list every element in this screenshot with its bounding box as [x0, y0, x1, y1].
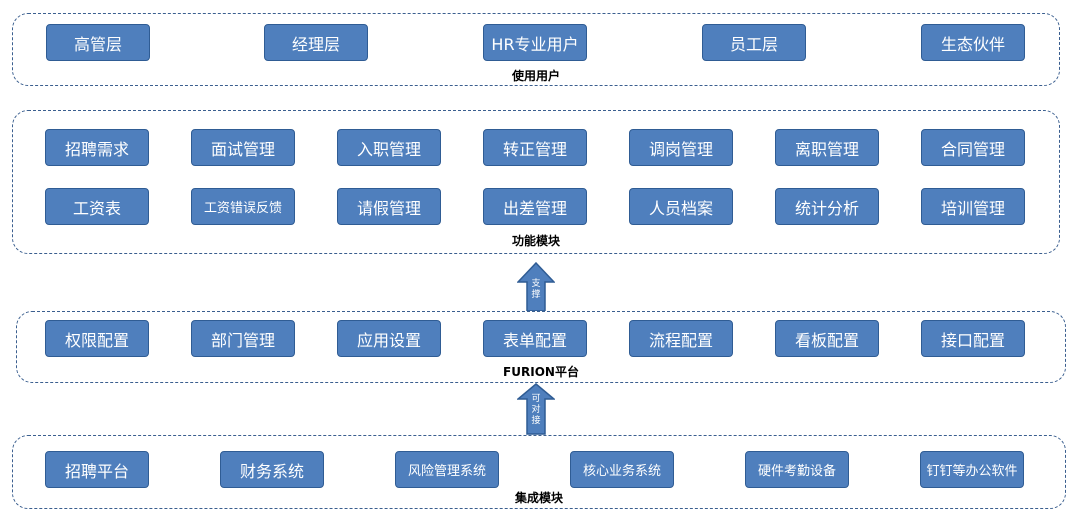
connect-arrow-label: 可 对 接 — [526, 394, 546, 427]
support-arrow-label: 支 撑 — [526, 279, 546, 301]
connect-arrow: 可 对 接 — [515, 383, 557, 435]
platform-app-settings: 应用设置 — [337, 320, 441, 357]
func-recruit-demand: 招聘需求 — [45, 129, 149, 166]
platform-form-config: 表单配置 — [483, 320, 587, 357]
connect-char-3: 接 — [531, 416, 541, 426]
functions-layer-title: 功能模块 — [511, 234, 560, 248]
func-regularization: 转正管理 — [483, 129, 587, 166]
integration-recruit-platform: 招聘平台 — [45, 451, 149, 488]
support-char-1: 支 — [531, 279, 541, 289]
users-layer-title: 使用用户 — [511, 69, 560, 83]
platform-workflow-config: 流程配置 — [629, 320, 733, 357]
func-leave: 请假管理 — [337, 188, 441, 225]
func-business-trip: 出差管理 — [483, 188, 587, 225]
support-arrow: 支 撑 — [516, 261, 556, 312]
users-layer: 高管层 经理层 HR专业用户 员工层 生态伙伴 使用用户 — [12, 13, 1060, 86]
func-payroll: 工资表 — [45, 188, 149, 225]
platform-dashboard-config: 看板配置 — [775, 320, 879, 357]
integration-risk-system: 风险管理系统 — [395, 451, 499, 488]
integration-finance-system: 财务系统 — [220, 451, 324, 488]
func-payroll-error: 工资错误反馈 — [191, 188, 295, 225]
connect-char-1: 可 — [531, 394, 541, 404]
functions-layer: 招聘需求 面试管理 入职管理 转正管理 调岗管理 离职管理 合同管理 工资表 工… — [12, 110, 1060, 254]
user-managers: 经理层 — [264, 24, 368, 61]
platform-interface-config: 接口配置 — [921, 320, 1025, 357]
func-onboarding: 入职管理 — [337, 129, 441, 166]
integration-layer: 招聘平台 财务系统 风险管理系统 核心业务系统 硬件考勤设备 钉钉等办公软件 集… — [12, 435, 1066, 509]
platform-layer-title: FURION平台 — [503, 365, 579, 379]
user-hr-professional: HR专业用户 — [483, 24, 587, 61]
platform-departments: 部门管理 — [191, 320, 295, 357]
func-training: 培训管理 — [921, 188, 1025, 225]
func-personnel-files: 人员档案 — [629, 188, 733, 225]
user-executives: 高管层 — [46, 24, 150, 61]
support-char-2: 撑 — [531, 290, 541, 300]
user-eco-partners: 生态伙伴 — [921, 24, 1025, 61]
func-transfer: 调岗管理 — [629, 129, 733, 166]
integration-layer-title: 集成模块 — [514, 491, 563, 505]
connect-char-2: 对 — [531, 405, 541, 415]
integration-attendance-hardware: 硬件考勤设备 — [745, 451, 849, 488]
integration-core-business: 核心业务系统 — [570, 451, 674, 488]
user-employees: 员工层 — [702, 24, 806, 61]
func-statistics: 统计分析 — [775, 188, 879, 225]
func-interview: 面试管理 — [191, 129, 295, 166]
up-arrow-icon — [515, 383, 557, 435]
integration-office-software: 钉钉等办公软件 — [920, 451, 1024, 488]
platform-permissions: 权限配置 — [45, 320, 149, 357]
func-contract: 合同管理 — [921, 129, 1025, 166]
platform-layer: 权限配置 部门管理 应用设置 表单配置 流程配置 看板配置 接口配置 FURIO… — [16, 311, 1066, 383]
func-resignation: 离职管理 — [775, 129, 879, 166]
